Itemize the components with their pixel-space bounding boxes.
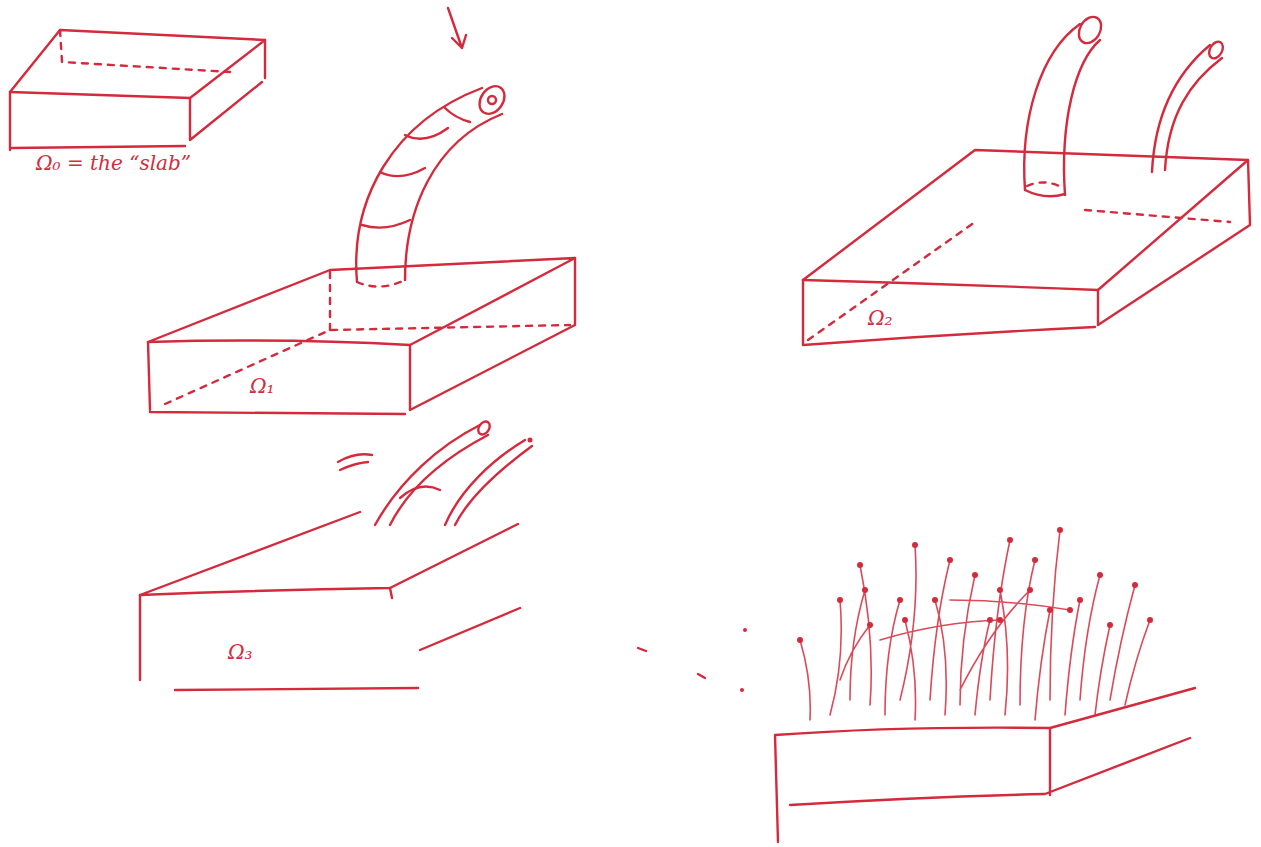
slab-0 bbox=[10, 30, 265, 150]
slab-1 bbox=[148, 8, 575, 414]
slab-2 bbox=[803, 13, 1250, 345]
slab-caption: Ω₀ = the “slab” bbox=[36, 151, 191, 175]
hairy-slab bbox=[775, 527, 1195, 842]
domain-label: Ω₃ bbox=[228, 640, 253, 664]
slab-3 bbox=[140, 419, 533, 690]
ellipsis-dots bbox=[638, 628, 747, 692]
domain-label: Ω₁ bbox=[250, 374, 275, 398]
domain-label: Ω₂ bbox=[868, 306, 893, 330]
